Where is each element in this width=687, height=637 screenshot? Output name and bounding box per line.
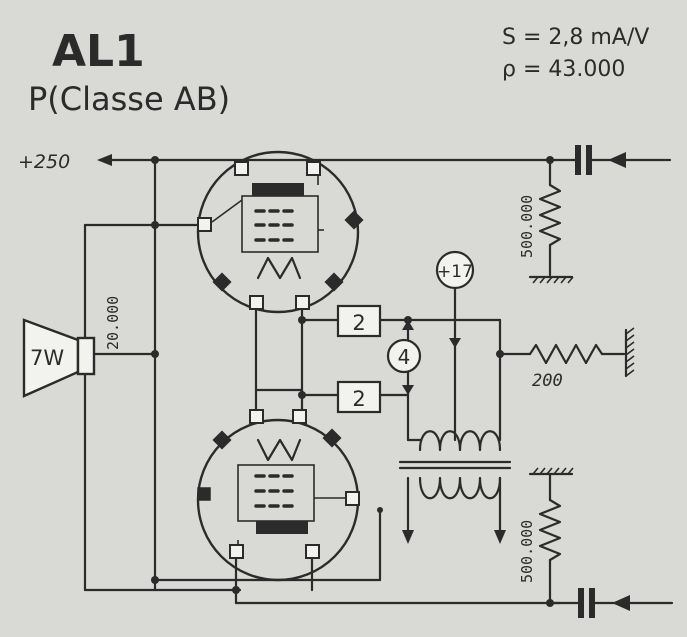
grid-resistor-top	[528, 158, 574, 284]
title-text: AL1	[52, 26, 145, 77]
grid-resistor-bottom	[528, 467, 574, 605]
screen-resistor-bottom-box	[336, 380, 382, 414]
center-meter-label: 4	[398, 345, 411, 369]
grid-resistor-top-label: 500.000	[518, 195, 536, 258]
supply-label: +250	[18, 151, 70, 173]
cathode-resistor-label: 200	[532, 371, 563, 391]
supply-rail	[97, 154, 577, 166]
bias-meter-label: +17	[437, 262, 473, 282]
spec-resistance: ρ = 43.000	[502, 57, 625, 82]
screen-resistor-top-box	[336, 304, 382, 338]
subtitle-text: P(Classe AB)	[28, 80, 230, 118]
input-capacitor-top	[573, 145, 672, 175]
cathode-resistor	[528, 327, 635, 378]
speaker-label: 7W	[30, 346, 64, 370]
input-capacitor-bottom	[548, 588, 674, 618]
screen-resistor-top-label: 2	[352, 311, 365, 335]
left-wiring	[83, 158, 382, 592]
cathode-wiring	[234, 286, 562, 605]
spec-transconductance: S = 2,8 mA/V	[502, 25, 649, 50]
transformer-icon	[398, 430, 512, 544]
speaker-load-label: 20.000	[104, 296, 122, 350]
speaker-icon	[22, 318, 96, 398]
grid-resistor-bottom-label: 500.000	[518, 520, 536, 583]
center-meter-circle	[386, 338, 422, 374]
bias-meter-circle	[435, 250, 475, 290]
screen-resistor-bottom-label: 2	[352, 387, 365, 411]
